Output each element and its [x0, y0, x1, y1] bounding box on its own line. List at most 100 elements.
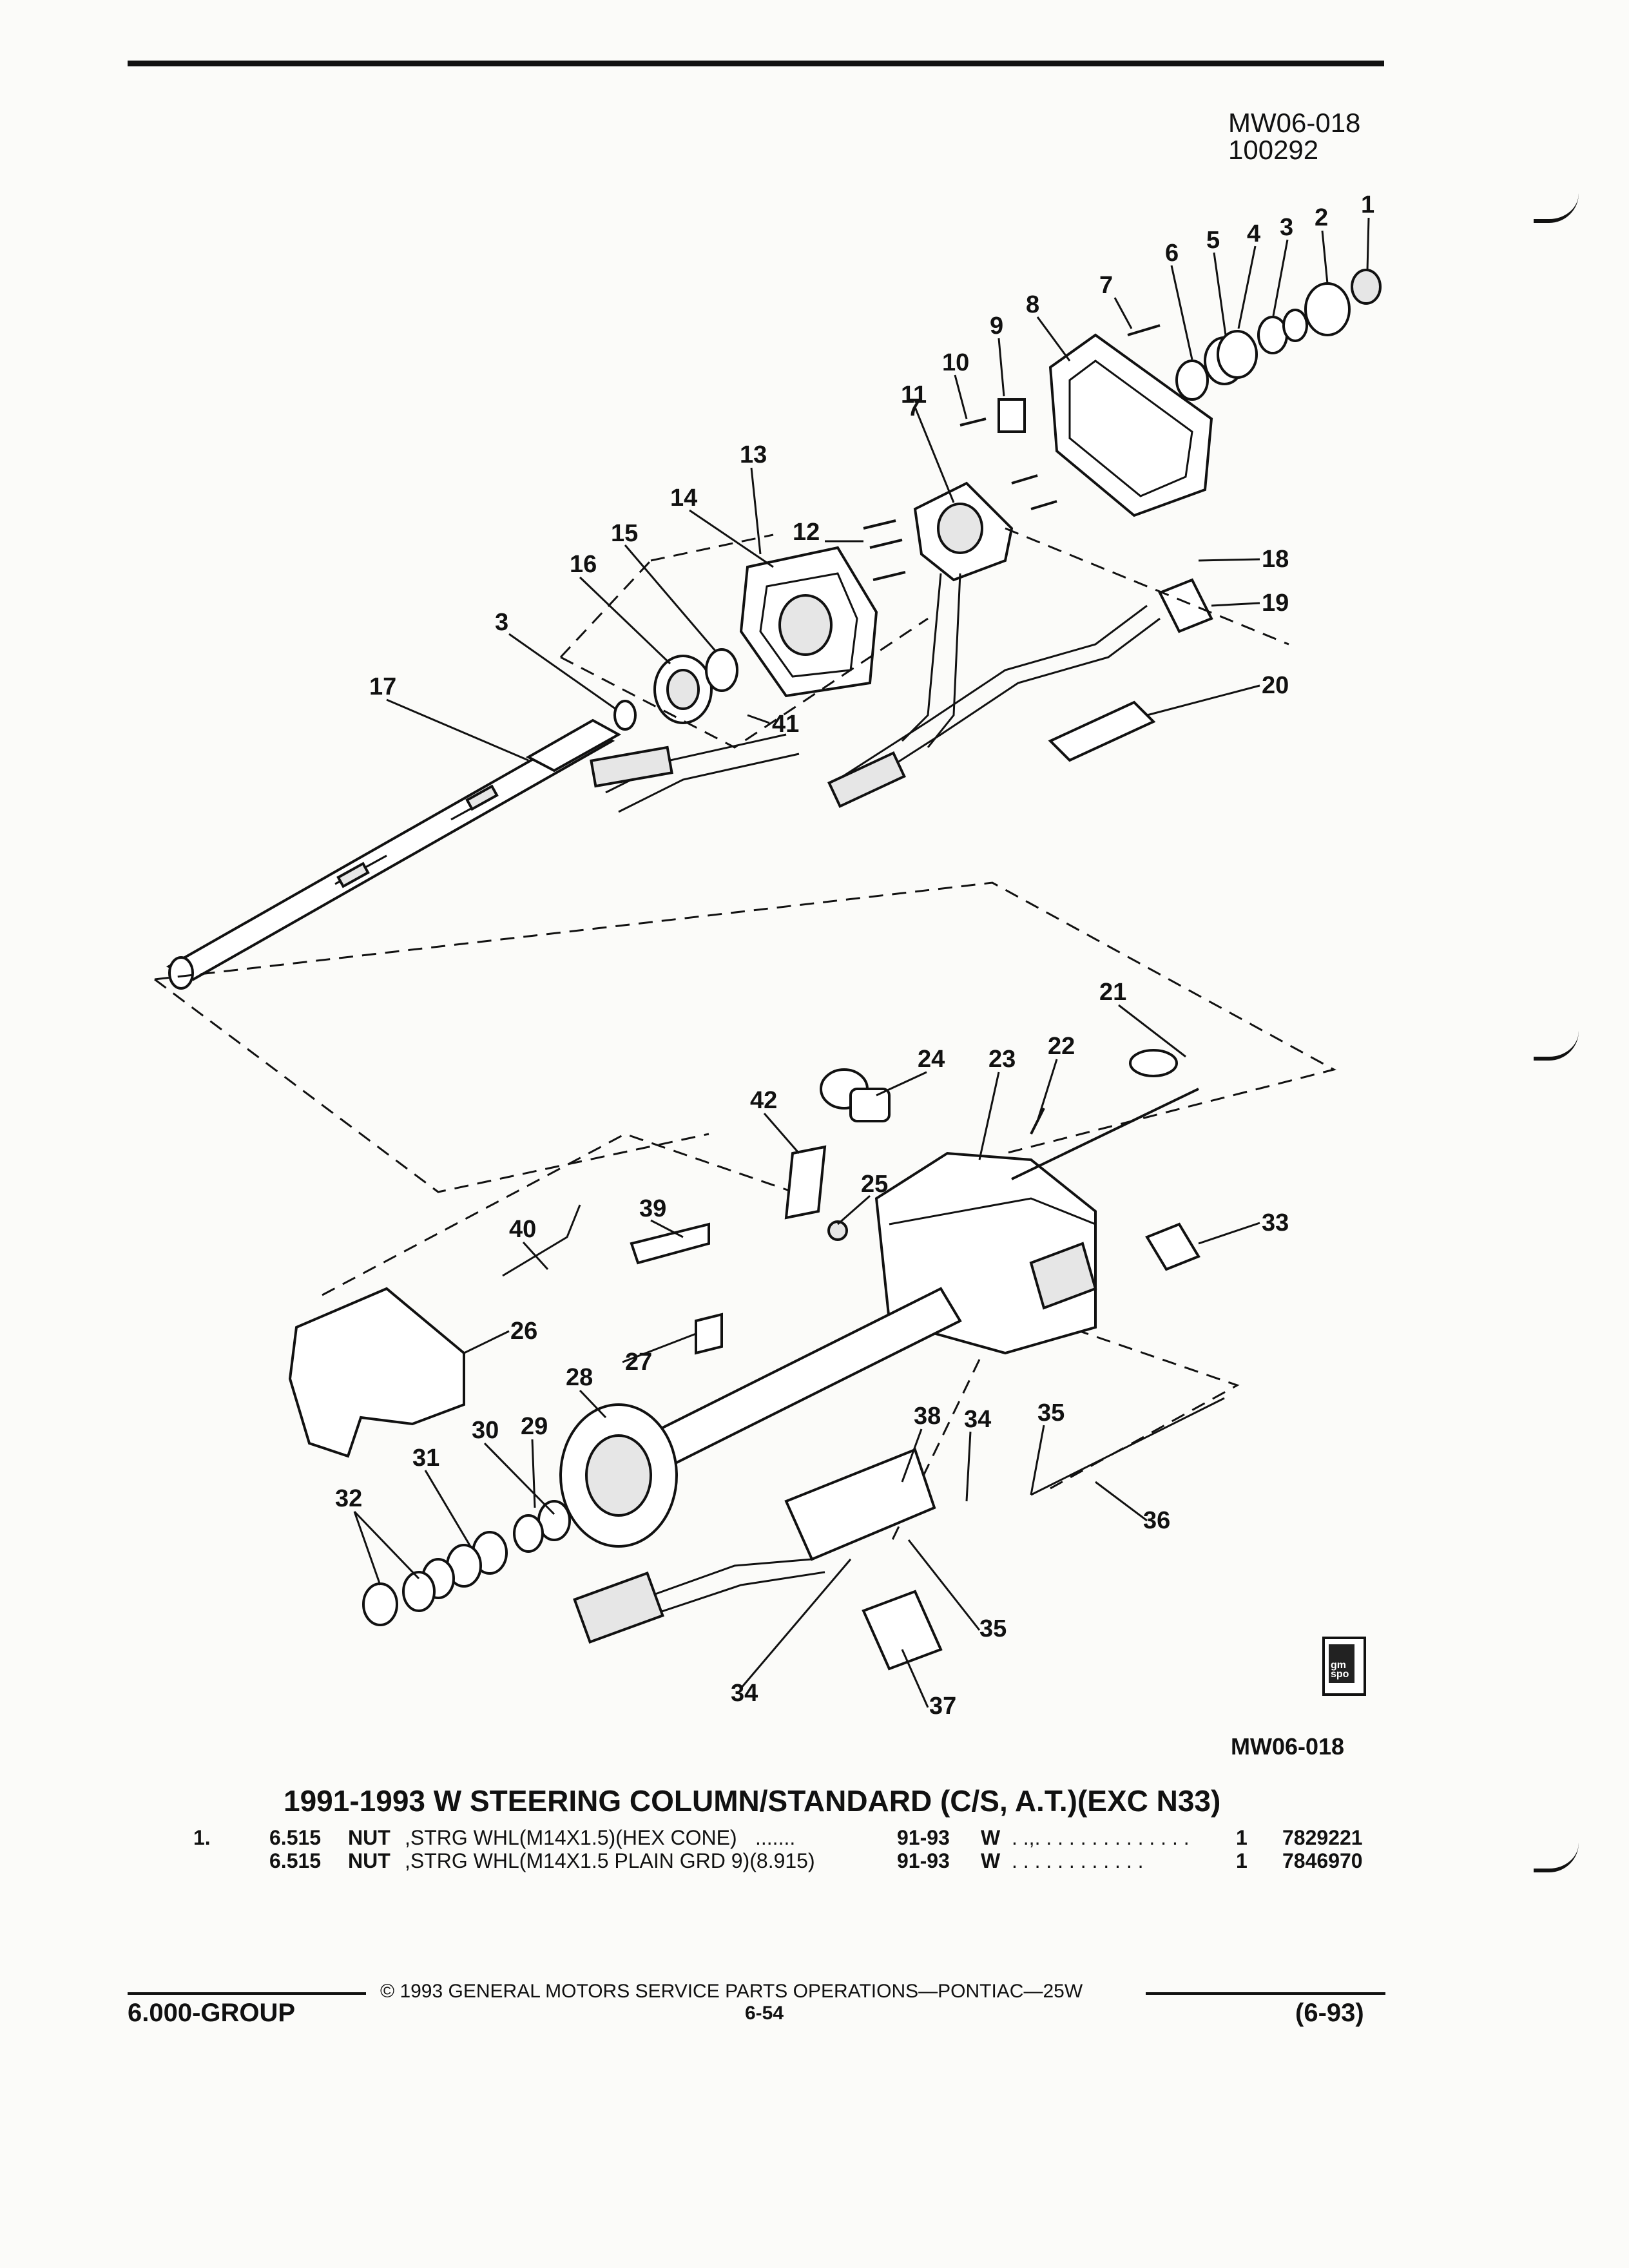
model-years: 91-93 — [897, 1849, 950, 1872]
leader-dots: . . . . . . . . . . . . — [1012, 1849, 1144, 1872]
callout: 9 — [990, 312, 1003, 340]
callout: 32 — [335, 1485, 362, 1512]
leader-dots: ....... — [755, 1826, 796, 1849]
diagram-code: MW06-018 — [1228, 108, 1361, 138]
connector-33 — [1145, 1222, 1200, 1271]
callout: 36 — [1143, 1507, 1170, 1534]
bowl-28 — [559, 1403, 678, 1548]
callout: 23 — [988, 1046, 1016, 1073]
screw-10 — [959, 418, 987, 427]
callout: 42 — [750, 1087, 777, 1114]
wiring-harness-upper — [590, 578, 1213, 813]
steering-shaft — [166, 718, 622, 990]
callout: 3 — [495, 609, 508, 636]
callout: 41 — [772, 711, 799, 738]
callout: 18 — [1262, 546, 1289, 573]
quantity: 1 — [1236, 1826, 1248, 1849]
callout: 1 — [1361, 191, 1374, 218]
model-years: 91-93 — [897, 1826, 950, 1849]
bracket-36 — [1030, 1397, 1225, 1496]
footer-rule-left — [128, 1992, 366, 1995]
callout: 22 — [1048, 1033, 1075, 1060]
part-name: NUT — [348, 1826, 390, 1849]
column-jacket — [642, 1287, 962, 1471]
callout: 19 — [1262, 590, 1289, 617]
rod-ring — [1129, 1049, 1178, 1077]
retaining-ring — [613, 700, 637, 731]
callout: 4 — [1247, 220, 1260, 247]
part-name: NUT — [348, 1849, 390, 1872]
part-25 — [827, 1220, 848, 1241]
turn-signal-switch — [901, 481, 1014, 748]
callout: 25 — [861, 1171, 888, 1198]
section-title: 1991-1993 W STEERING COLUMN/STANDARD (C/… — [284, 1784, 1221, 1818]
callout: 29 — [521, 1413, 548, 1440]
callout: 12 — [793, 519, 820, 546]
binder-mark — [1534, 1843, 1579, 1872]
part-39 — [630, 1222, 710, 1265]
callout: 10 — [942, 349, 969, 376]
series: W — [981, 1826, 1001, 1849]
parts-row: 1. 6.515 NUT ,STRG WHL(M14X1.5)(HEX CONE… — [0, 1826, 1629, 1849]
quantity: 1 — [1236, 1849, 1248, 1872]
callout: 20 — [1262, 672, 1289, 699]
ignition-switch — [573, 1448, 943, 1671]
callout: 17 — [369, 673, 396, 700]
callout: 35 — [979, 1615, 1007, 1642]
group-code: 6.515 — [269, 1849, 322, 1872]
column-cover — [1048, 333, 1213, 517]
callout: 26 — [510, 1318, 537, 1345]
item-number: 1. — [193, 1826, 211, 1849]
callout: 13 — [740, 441, 767, 468]
callout: 34 — [964, 1406, 991, 1433]
callout: 38 — [914, 1403, 941, 1430]
lock-cylinder — [820, 1068, 891, 1122]
part-27 — [695, 1312, 723, 1355]
bearing-assembly — [653, 655, 713, 724]
callout: 37 — [929, 1693, 956, 1720]
rod-21 — [1011, 1088, 1199, 1180]
leader-lines — [353, 217, 1370, 1708]
lower-rings — [362, 1500, 571, 1626]
group-code: 6.515 — [269, 1826, 322, 1849]
callout: 24 — [918, 1046, 945, 1073]
callout: 35 — [1037, 1399, 1065, 1427]
bracket-26 — [288, 1287, 465, 1458]
copyright-notice: © 1993 GENERAL MOTORS SERVICE PARTS OPER… — [380, 1981, 1083, 2002]
revision-date: (6-93) — [1295, 1999, 1364, 2027]
diagram-date: 100292 — [1228, 135, 1319, 165]
callout: 2 — [1315, 204, 1328, 231]
exploded-parts-diagram: 1 2 3 4 5 6 7 8 9 10 11 7 13 14 12 15 16… — [154, 191, 1382, 1720]
bearing-retainer — [705, 648, 738, 692]
part-description: ,STRG WHL(M14X1.5 PLAIN GRD 9)(8.915) — [405, 1849, 815, 1872]
callout: 39 — [639, 1195, 666, 1222]
logo-text: gm spo — [1331, 1660, 1349, 1680]
callout: 14 — [670, 485, 697, 512]
part-description: ,STRG WHL(M14X1.5)(HEX CONE) — [405, 1826, 737, 1849]
callout-labels: 1 2 3 4 5 6 7 8 9 10 11 7 13 14 12 15 16… — [335, 191, 1374, 1720]
callout: 33 — [1262, 1209, 1289, 1236]
page-number: 6-54 — [745, 2003, 784, 2024]
callout: 5 — [1206, 227, 1220, 254]
cover-screws — [1011, 324, 1161, 510]
callout: 28 — [566, 1364, 593, 1391]
plate-42 — [784, 1145, 827, 1220]
callout: 8 — [1026, 291, 1039, 318]
series: W — [981, 1849, 1001, 1872]
callout: 7 — [1099, 272, 1113, 299]
callout: 40 — [509, 1216, 536, 1243]
part-number: 7846970 — [1282, 1849, 1363, 1872]
binder-mark — [1534, 193, 1579, 223]
rod-40 — [502, 1204, 581, 1277]
gm-spo-logo: gm spo — [1322, 1637, 1366, 1696]
callout: 31 — [412, 1445, 439, 1472]
parts-row: 6.515 NUT ,STRG WHL(M14X1.5 PLAIN GRD 9)… — [0, 1849, 1629, 1872]
leader-dots: . .,. . . . . . . . . . . . . . — [1012, 1826, 1190, 1849]
diagram-caption: MW06-018 — [1231, 1733, 1345, 1760]
callout: 3 — [1280, 214, 1293, 241]
housing-screws — [863, 519, 906, 581]
callout: 30 — [472, 1417, 499, 1444]
bracket-9 — [998, 398, 1026, 433]
callout: 21 — [1099, 979, 1126, 1006]
part-number: 7829221 — [1282, 1826, 1363, 1849]
